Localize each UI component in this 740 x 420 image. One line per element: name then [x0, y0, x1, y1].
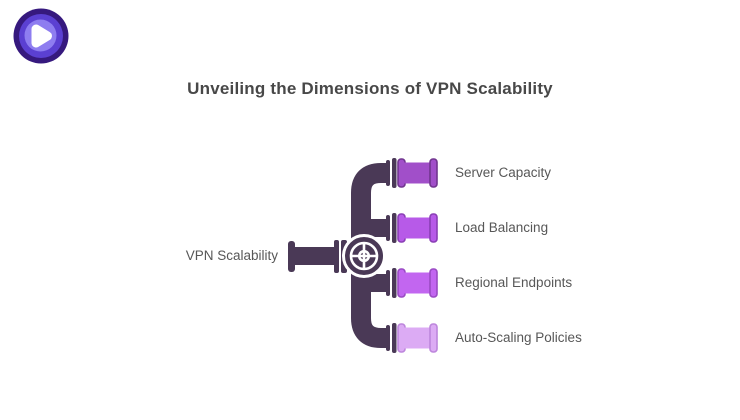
branch-flange-bar: [386, 270, 390, 296]
feed-pipe-body: [292, 247, 334, 265]
purevpn-logo: [13, 8, 69, 64]
pipe-cap: [429, 158, 438, 188]
branch-label-auto-scaling-policies: Auto-Scaling Policies: [455, 330, 582, 345]
root-node-label: VPN Scalability: [185, 248, 278, 263]
branch-label-server-capacity: Server Capacity: [455, 165, 552, 180]
valve-wheel-icon: [342, 234, 386, 278]
branch-flange-bar: [392, 213, 397, 243]
feed-flange-bar: [334, 240, 339, 273]
branch-pipe-auto-scaling-policies: [386, 323, 438, 353]
pipe-cap: [429, 323, 438, 353]
pipe-body: [402, 217, 432, 239]
branch-flange-bar: [392, 158, 397, 188]
pipe-body: [402, 327, 432, 349]
branch-pipe-load-balancing: [386, 213, 438, 243]
branch-flange-bar: [392, 323, 397, 353]
pipe-cap: [429, 268, 438, 298]
pipe-cap: [429, 213, 438, 243]
page-title: Unveiling the Dimensions of VPN Scalabil…: [187, 79, 553, 98]
branch-flange-bar: [386, 325, 390, 351]
branch-pipe-regional-endpoints: [386, 268, 438, 298]
branch-label-regional-endpoints: Regional Endpoints: [455, 275, 573, 290]
branch-flange-bar: [392, 268, 397, 298]
branch-flange-bar: [386, 160, 390, 186]
branch-label-load-balancing: Load Balancing: [455, 220, 549, 235]
pipe-body: [402, 272, 432, 294]
purevpn-logo-icon: [13, 8, 69, 64]
pipe-body: [402, 162, 432, 184]
branch-flange-bar: [386, 215, 390, 241]
branch-pipe-server-capacity: [386, 158, 438, 188]
